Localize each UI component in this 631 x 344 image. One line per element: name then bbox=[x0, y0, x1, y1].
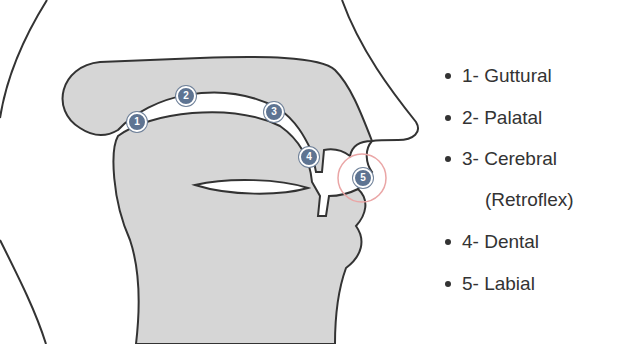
callout-number-text: 5 bbox=[360, 173, 366, 183]
bullet-dot bbox=[445, 281, 451, 287]
articulation-label: 1- Guttural bbox=[462, 55, 631, 96]
upper-palate-and-nasal-cavity bbox=[63, 57, 372, 172]
callout-number: 4 bbox=[299, 147, 319, 167]
bullet-dot bbox=[445, 239, 451, 245]
callout-number-text: 1 bbox=[134, 117, 140, 127]
mouth-slit bbox=[195, 180, 308, 194]
callout-number: 2 bbox=[176, 86, 196, 106]
face-profile bbox=[342, 0, 418, 189]
callout-number-text: 4 bbox=[306, 152, 312, 162]
neck-back-outline bbox=[0, 240, 46, 344]
lips-highlight-circle bbox=[338, 154, 386, 202]
articulation-label: 5- Labial bbox=[462, 263, 631, 304]
callout-number: 1 bbox=[127, 112, 147, 132]
callout-number: 3 bbox=[264, 102, 284, 122]
articulation-label: 4- Dental bbox=[462, 221, 631, 262]
bullet-dot bbox=[445, 115, 451, 121]
callout-number-text: 2 bbox=[183, 91, 189, 101]
bullet-dot bbox=[445, 73, 451, 79]
bullet-dot bbox=[445, 156, 451, 162]
callout-number-text: 3 bbox=[271, 107, 277, 117]
articulation-label: 3- Cerebral (Retroflex) bbox=[462, 138, 631, 220]
callout-number: 5 bbox=[353, 168, 373, 188]
back-of-head-outline bbox=[0, 0, 47, 118]
articulation-label: 2- Palatal bbox=[462, 97, 631, 138]
